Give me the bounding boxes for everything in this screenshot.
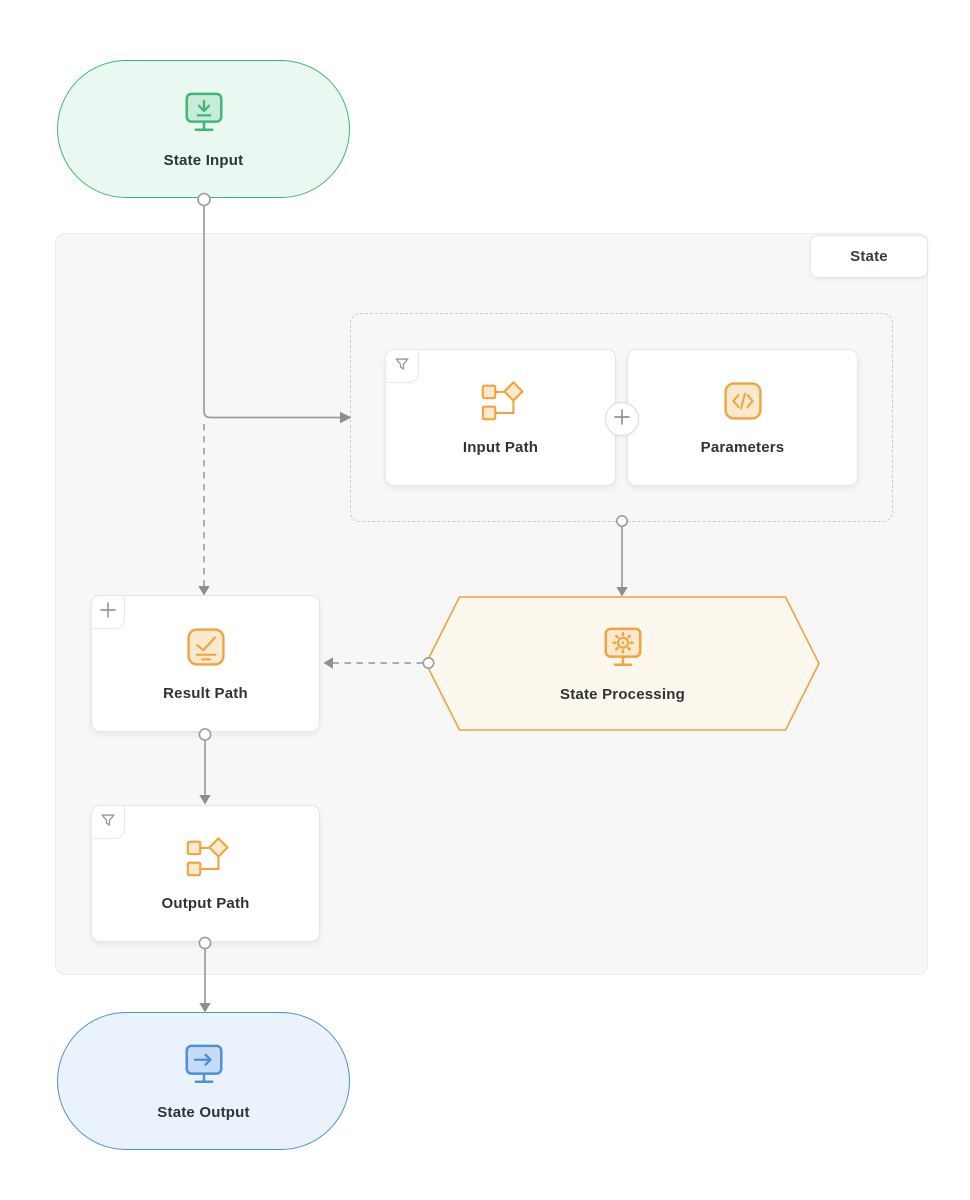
checklist-icon <box>184 625 228 674</box>
filter-badge[interactable] <box>91 805 125 839</box>
node-state-processing[interactable]: State Processing <box>424 595 821 732</box>
monitor-arrow-right-icon <box>181 1042 227 1093</box>
node-label: State Input <box>163 151 244 169</box>
gear-monitor-icon <box>600 625 646 676</box>
node-label: Input Path <box>462 439 539 456</box>
node-label: State Output <box>157 1103 250 1121</box>
add-badge[interactable] <box>91 595 125 629</box>
node-label: Parameters <box>700 439 785 456</box>
plus-icon <box>99 601 117 624</box>
filter-icon <box>393 355 411 378</box>
node-label: State Processing <box>560 685 685 703</box>
node-result-path[interactable]: Result Path <box>91 595 320 732</box>
plus-icon <box>613 408 631 431</box>
tab-state-label: State <box>850 248 888 265</box>
node-output-path[interactable]: Output Path <box>91 805 320 942</box>
flow-branch-icon <box>183 835 229 884</box>
node-label: Output Path <box>161 895 250 912</box>
code-icon <box>721 379 765 428</box>
filter-icon <box>99 811 117 834</box>
node-state-input[interactable]: State Input <box>57 60 350 198</box>
node-state-output[interactable]: State Output <box>57 1012 350 1150</box>
node-label: Result Path <box>163 685 248 702</box>
tab-state[interactable]: State <box>810 235 928 278</box>
merge-plus-button[interactable] <box>605 402 639 436</box>
filter-badge[interactable] <box>385 349 419 383</box>
flow-branch-icon <box>478 379 524 428</box>
monitor-download-icon <box>181 90 227 141</box>
node-parameters[interactable]: Parameters <box>627 349 858 486</box>
node-input-path[interactable]: Input Path <box>385 349 616 486</box>
